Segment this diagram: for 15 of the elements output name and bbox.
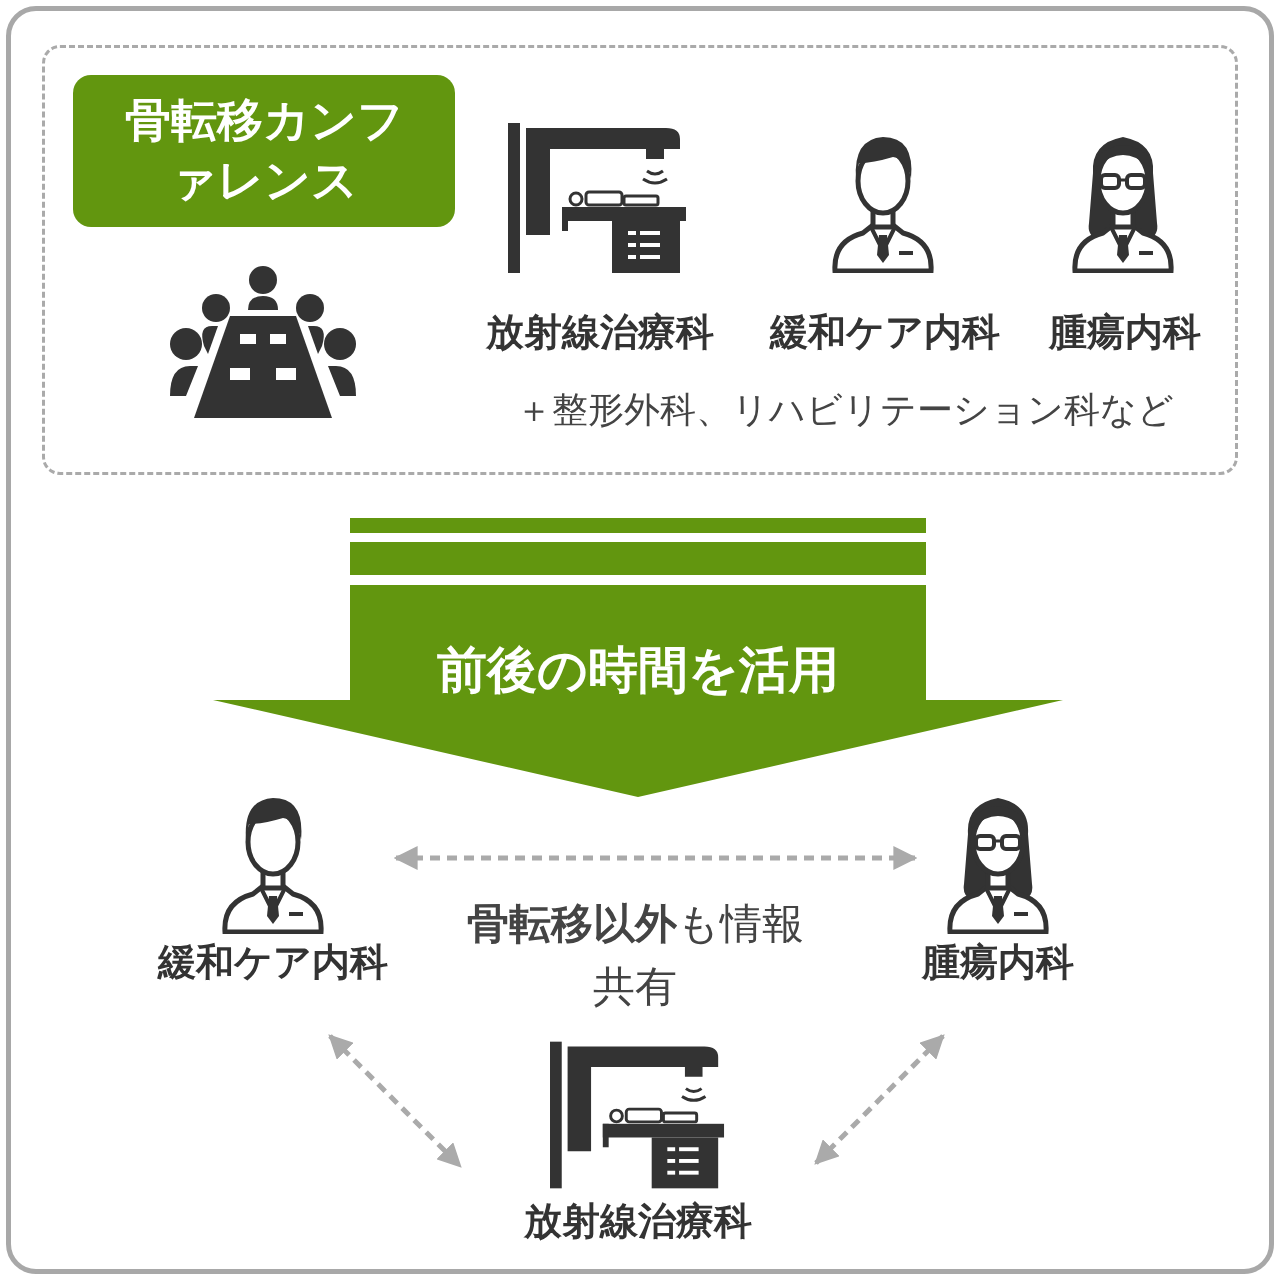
dashed-panel <box>42 45 1238 475</box>
department-label: 放射線治療科 <box>522 1199 753 1245</box>
box-title: 骨転移カンファレンス <box>123 92 405 209</box>
department-label: 放射線治療科 <box>484 310 715 356</box>
center-text: 骨転移以外も情報共有 <box>465 898 805 1013</box>
department-label: 腫瘍内科 <box>1047 310 1202 356</box>
arrow <box>328 1034 462 1168</box>
department-label: 緩和ケア内科 <box>156 940 389 986</box>
department-label: 腫瘍内科 <box>920 940 1075 986</box>
arrow <box>393 846 918 870</box>
title-box <box>73 75 455 227</box>
arrow-text: 前後の時間を活用 <box>436 640 840 700</box>
arrow <box>814 1034 945 1165</box>
note-text: ＋整形外科、リハビリテーション科など <box>515 388 1175 432</box>
department-label: 緩和ケア内科 <box>768 310 1001 356</box>
